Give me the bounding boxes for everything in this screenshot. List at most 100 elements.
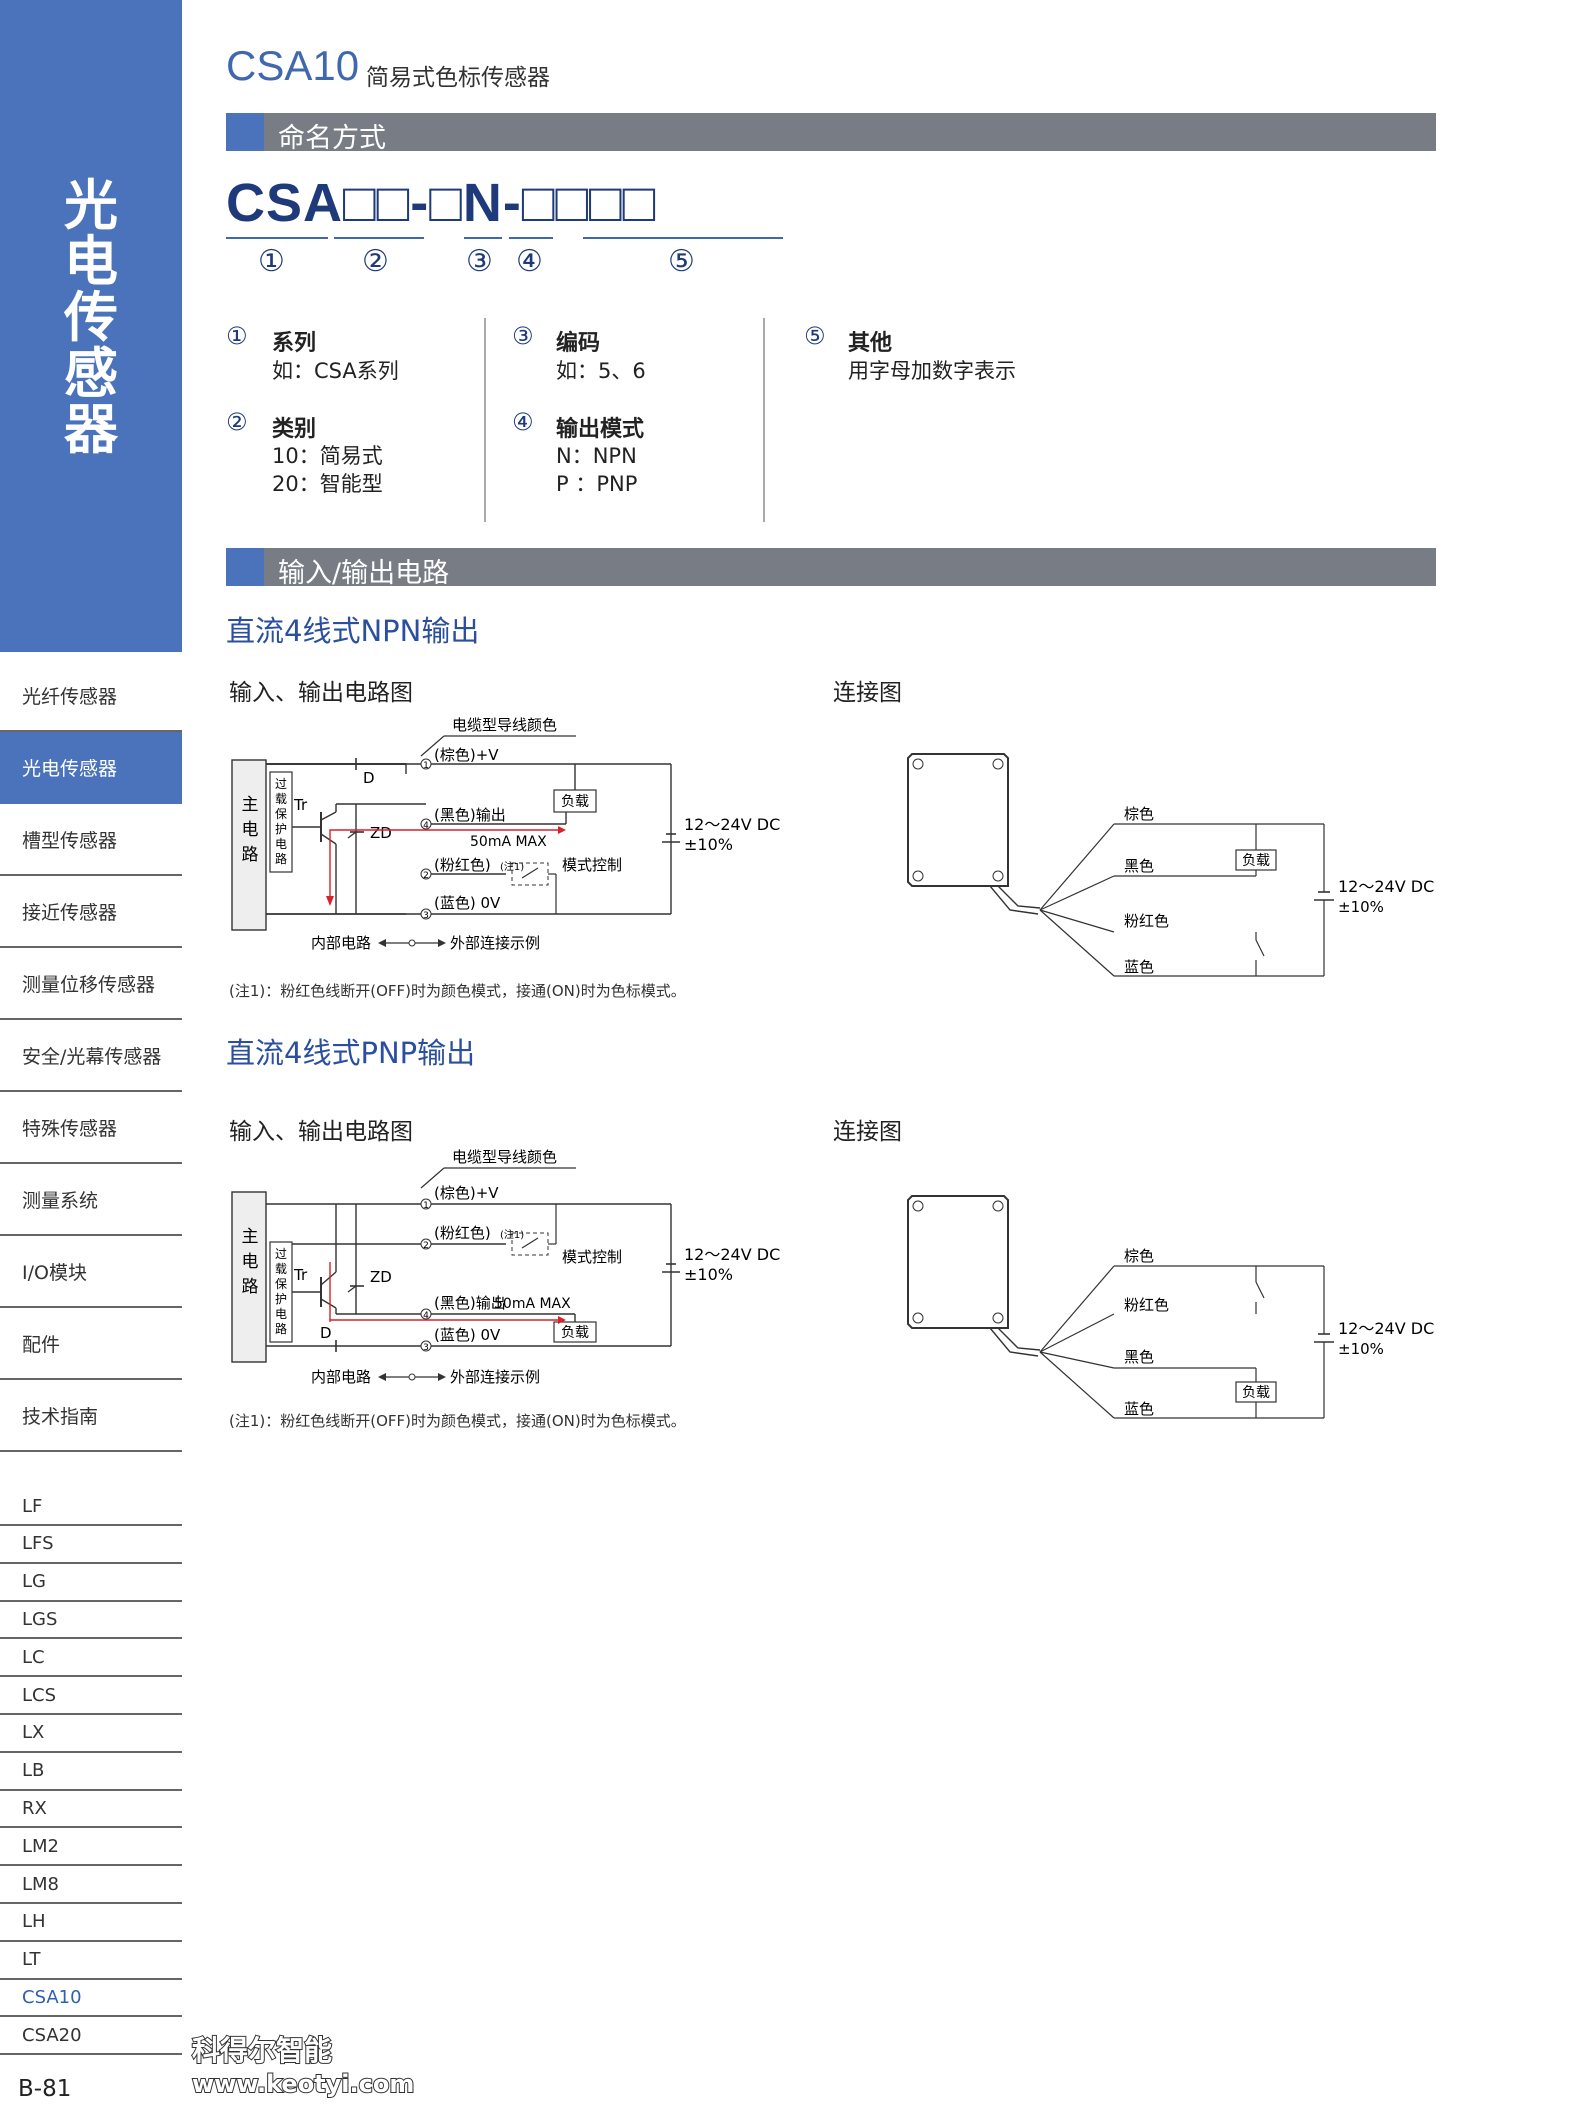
def-1-line-1: 如：CSA系列 <box>272 359 399 383</box>
pnp_mode: 模式控制 <box>562 1248 622 1266</box>
npn_w2: (粉红色) <box>434 856 491 874</box>
pnpc_load: 负载 <box>1242 1385 1270 1401</box>
model-list-item[interactable]: LG <box>0 1564 182 1602</box>
sidebar-title-char: 器 <box>64 398 118 461</box>
model-list-item[interactable]: LB <box>0 1753 182 1791</box>
model-list-item[interactable]: RX <box>0 1790 182 1829</box>
marker-1: ① <box>258 244 285 279</box>
model-list-item[interactable]: LT <box>0 1942 182 1980</box>
model-list-item[interactable]: CSA10 <box>0 1979 182 2018</box>
pnp_zd: ZD <box>370 1268 392 1286</box>
model-list-item[interactable]: LX <box>0 1715 182 1753</box>
npn_zd: ZD <box>370 824 392 842</box>
def-2-line-1: 10：简易式 <box>272 444 383 468</box>
page-number: B-81 <box>18 2076 72 2102</box>
pnp_pin1: 2 <box>423 1241 429 1251</box>
pnp_p1: 载 <box>275 1262 287 1276</box>
pnp_p0: 过 <box>275 1247 287 1261</box>
model-list-item[interactable]: LM2 <box>0 1828 182 1867</box>
model-list-item[interactable]: LM8 <box>0 1866 182 1904</box>
watermark-logo: 科得尔智能 www.keotyi.com <box>191 2033 415 2099</box>
npnc_c0: 棕色 <box>1124 805 1154 823</box>
npn_mc0: 主 <box>242 795 259 815</box>
pnp_s2: ±10% <box>684 1265 733 1284</box>
section-bar-naming: 命名方式 <box>226 113 1436 154</box>
pnp_w4: (黑色)输出 <box>434 1294 506 1312</box>
npnc_c1: 黑色 <box>1124 857 1154 875</box>
npn_w2n: (注1) <box>500 860 524 873</box>
sidebar-nav-item[interactable]: 技术指南 <box>0 1380 182 1452</box>
sidebar-nav-item[interactable]: 光纤传感器 <box>0 660 182 732</box>
pnp_load: 负载 <box>561 1325 589 1341</box>
npn_w3: (蓝色) 0V <box>434 894 501 912</box>
npn_int: 内部电路 <box>311 934 371 952</box>
sidebar-nav-item[interactable]: 特殊传感器 <box>0 1092 182 1164</box>
npnc_load: 负载 <box>1242 853 1270 869</box>
sidebar-nav-item[interactable]: 槽型传感器 <box>0 804 182 876</box>
pnp_tr: Tr <box>293 1266 308 1284</box>
def-num-4: ④ <box>512 408 534 436</box>
sidebar-nav-item[interactable]: 安全/光幕传感器 <box>0 1020 182 1092</box>
npnc_s1: 12～24V DC <box>1338 877 1434 896</box>
def-2-line-2: 20：智能型 <box>272 472 383 496</box>
svg-text:www.keotyi.com: www.keotyi.com <box>192 2070 414 2098</box>
model-list-item[interactable]: LGS <box>0 1601 182 1640</box>
svg-text:科得尔智能: 科得尔智能 <box>192 2034 332 2067</box>
def-num-3: ③ <box>512 322 534 350</box>
npn-connection-diagram: 负载 棕色 黑色 粉红色 蓝色 12～24V DC ±10% <box>907 753 1434 977</box>
npn_p4: 电 <box>275 837 287 851</box>
pnp_p4: 电 <box>275 1307 287 1321</box>
pnp_pin0: 1 <box>423 1201 429 1211</box>
model-list-item[interactable]: LFS <box>0 1526 182 1564</box>
def-title-2: 类别 <box>272 417 317 442</box>
pnpc_c3: 蓝色 <box>1124 1400 1154 1418</box>
marker-5: ⑤ <box>668 244 695 279</box>
pnp_w1: (棕色)+V <box>434 1184 499 1202</box>
header-model: CSA10 <box>226 42 360 89</box>
pnp-connection-diagram: 负载 棕色 粉红色 黑色 蓝色 12～24V DC ±10% <box>907 1195 1434 1419</box>
def-num-1: ① <box>226 322 248 350</box>
model-list-item[interactable]: CSA20 <box>0 2017 182 2056</box>
pnp_int: 内部电路 <box>311 1368 371 1386</box>
pnpc_c0: 棕色 <box>1124 1247 1154 1265</box>
def-5-line-1: 用字母加数字表示 <box>848 359 1016 383</box>
section-title-naming: 命名方式 <box>278 123 386 154</box>
model-list-item[interactable]: LH <box>0 1904 182 1942</box>
model-list-item[interactable]: LC <box>0 1639 182 1678</box>
model-list-item[interactable]: LCS <box>0 1677 182 1715</box>
def-3-line-1: 如：5、6 <box>556 359 646 383</box>
def-num-5: ⑤ <box>804 322 826 350</box>
npn_pin2: 2 <box>423 871 429 881</box>
npn_tr: Tr <box>293 796 308 814</box>
sidebar-title-char: 传 <box>64 286 118 349</box>
npn-note: (注1)：粉红色线断开(OFF)时为颜色模式，接通(ON)时为色标模式。 <box>229 982 686 1000</box>
npn_d: D <box>363 769 375 787</box>
sidebar-title-char: 光 <box>64 174 118 237</box>
section-bar-io: 输入/输出电路 <box>226 548 1436 589</box>
sidebar-nav-item[interactable]: 配件 <box>0 1308 182 1380</box>
def-num-2: ② <box>226 408 248 436</box>
npn_ext: 外部连接示例 <box>450 934 540 952</box>
npnc_s2: ±10% <box>1338 898 1384 916</box>
sidebar-nav-item[interactable]: 光电传感器 <box>0 732 182 804</box>
sidebar-nav-item[interactable]: 测量系统 <box>0 1164 182 1236</box>
sidebar-category-title: 光电传感器 <box>0 178 182 458</box>
header-subtitle: 简易式色标传感器 <box>366 65 550 91</box>
model-list-item[interactable]: LF <box>0 1488 182 1526</box>
pnp_pin3: 3 <box>423 1343 429 1353</box>
sidebar-nav-item[interactable]: 接近传感器 <box>0 876 182 948</box>
pnp-circuit-diagram: 电缆型导线颜色 主 电 路 过 载 保 护 电 路 负载 Tr ZD D 1 2… <box>231 1148 780 1386</box>
sidebar-nav-item[interactable]: 测量位移传感器 <box>0 948 182 1020</box>
npn-connection-title: 连接图 <box>833 680 902 706</box>
pnpc_s1: 12～24V DC <box>1338 1319 1434 1338</box>
npn_load: 负载 <box>561 794 589 810</box>
npn_pin3: 3 <box>423 911 429 921</box>
section-title-io: 输入/输出电路 <box>278 558 450 589</box>
pnp-circuit-title: 输入、输出电路图 <box>229 1119 413 1145</box>
sidebar-title-char: 感 <box>64 342 118 405</box>
pnp_p3: 护 <box>275 1292 287 1306</box>
pnp_pin2: 4 <box>423 1311 429 1321</box>
pnp_cable: 电缆型导线颜色 <box>452 1148 557 1166</box>
npn_p3: 护 <box>275 822 287 836</box>
sidebar-nav-item[interactable]: I/O模块 <box>0 1236 182 1308</box>
